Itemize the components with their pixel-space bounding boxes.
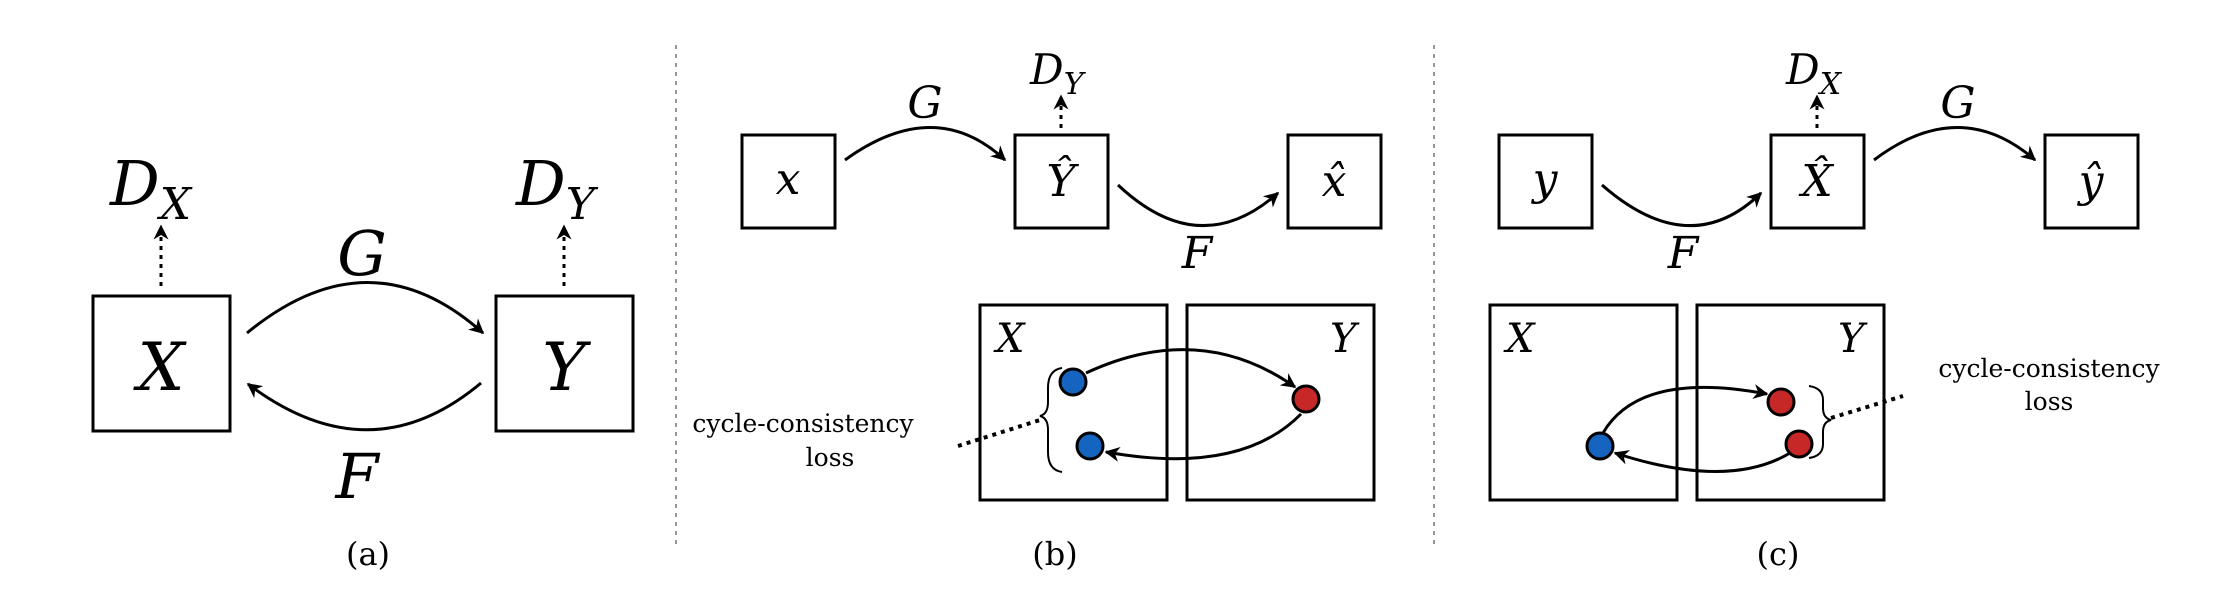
source-point (1766, 387, 1796, 417)
discriminator-y-base: D (515, 147, 566, 220)
reconstructed-y-box (2043, 133, 2140, 230)
discriminator-y-base: D (1029, 45, 1064, 94)
reconstructed-point (1075, 431, 1105, 461)
mapping-f-label: F (334, 440, 380, 513)
mapping-f-label: F (1667, 228, 1700, 279)
generated-y-box (1013, 133, 1110, 230)
reconstructed-x-box (1286, 133, 1383, 230)
loss-label-line2: loss (2025, 387, 2074, 416)
domain-y-label: Y (1838, 316, 1868, 362)
loss-label-line2: loss (806, 443, 855, 472)
mapping-f-arrow (246, 381, 482, 432)
reconstructed-y-label: ŷ (2077, 156, 2105, 207)
caption-c: (c) (1757, 535, 1800, 573)
generated-x-box (1769, 133, 1866, 230)
domain-y-box (494, 294, 635, 433)
forward-mapping-arrow (1601, 384, 1769, 434)
caption-b: (b) (1032, 535, 1077, 573)
discriminator-y-subscript: Y (1064, 67, 1087, 102)
mapping-g-label: G (907, 78, 942, 129)
mapping-f-arrow (1116, 183, 1280, 228)
discriminator-x-subscript: X (157, 179, 193, 230)
generated-x-label: X̂ (1798, 154, 1834, 207)
mapping-g-arrow (844, 126, 1007, 162)
source-point (1058, 367, 1088, 397)
domain-x-box (91, 294, 232, 433)
input-x-label: x (776, 154, 801, 205)
discriminator-x-label: DX (109, 147, 193, 230)
input-y-box (1497, 133, 1594, 230)
discriminator-y-subscript: Y (566, 179, 599, 230)
mapping-g-arrow (1873, 126, 2037, 162)
domain-x-region (978, 303, 1169, 502)
panel-c: y X̂ ŷ F G DX X Y cycle-consistency loss (1488, 45, 2160, 573)
mapping-f-label: F (1181, 228, 1214, 279)
discriminator-x-base: D (1785, 45, 1820, 94)
domain-y-label: Y (542, 329, 591, 406)
loss-label-line1: cycle-consistency (1938, 354, 2160, 383)
domain-x-label: X (133, 329, 188, 406)
panel-a: X Y G F DX DY (a) (91, 147, 635, 573)
forward-mapping-arrow (1085, 348, 1297, 389)
domain-x-label: X (993, 316, 1026, 362)
discriminator-y-label: DY (1029, 45, 1087, 102)
loss-pointer (957, 418, 1041, 448)
caption-a: (a) (346, 535, 390, 573)
input-x-box (740, 133, 837, 230)
backward-mapping-arrow (1613, 450, 1791, 473)
loss-label-line1: cycle-consistency (692, 409, 914, 438)
mapping-g-label: G (1940, 78, 1975, 129)
loss-brace (1039, 367, 1063, 473)
domain-y-region (1185, 303, 1376, 502)
mapping-g-arrow (246, 281, 485, 335)
discriminator-y-label: DY (515, 147, 599, 230)
domain-y-label: Y (1330, 316, 1360, 362)
translated-point (1291, 384, 1321, 414)
translated-point (1585, 431, 1615, 461)
loss-brace (1808, 385, 1832, 459)
domain-x-label: X (1503, 316, 1536, 362)
discriminator-x-label: DX (1785, 45, 1843, 102)
panel-b: x Ŷ x̂ G F DY X Y cycle-consistency loss (692, 45, 1383, 573)
discriminator-x-subscript: X (1818, 67, 1843, 102)
backward-mapping-arrow (1104, 412, 1303, 462)
mapping-f-arrow (1601, 183, 1763, 228)
mapping-g-label: G (337, 217, 387, 290)
reconstructed-point (1784, 429, 1814, 459)
domain-x-region (1488, 303, 1679, 502)
input-y-label: y (1531, 154, 1559, 205)
discriminator-x-base: D (109, 147, 160, 220)
loss-pointer (1830, 394, 1904, 420)
reconstructed-x-label: x̂ (1322, 156, 1347, 207)
generated-y-label: Ŷ (1046, 154, 1079, 207)
